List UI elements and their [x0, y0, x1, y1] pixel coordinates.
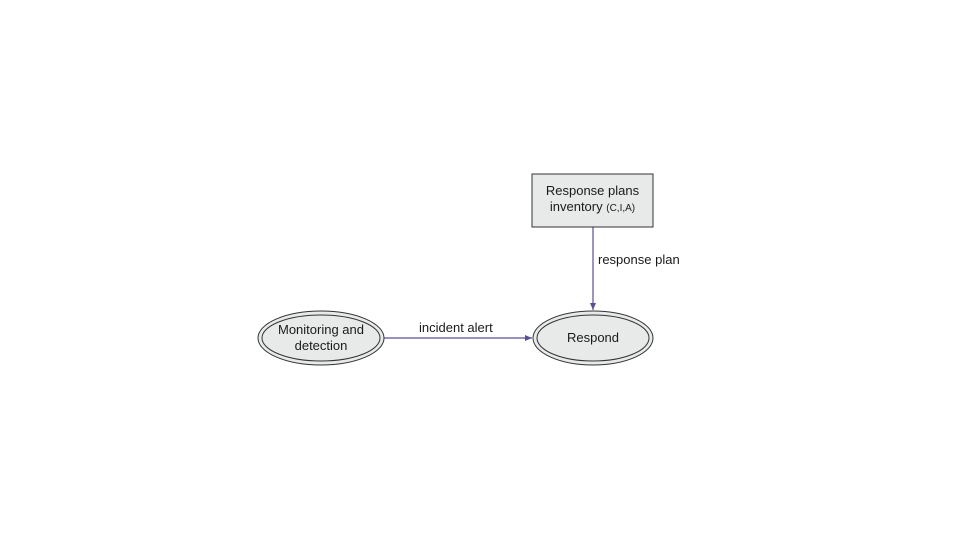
incident-alert-label: incident alert	[419, 320, 493, 335]
inventory-label-text: Response plans inventory	[545, 183, 640, 214]
respond-label: Respond	[543, 330, 643, 346]
node-response-plans-inventory[interactable]	[531, 173, 654, 228]
monitoring-label-text: Monitoring and detection	[278, 322, 364, 353]
respond-label-text: Respond	[566, 330, 620, 345]
inventory-label: Response plans inventory (C,I,A)	[536, 183, 649, 217]
node-monitoring-and-detection[interactable]	[257, 310, 385, 366]
response-plan-label: response plan	[598, 252, 680, 267]
inventory-label-suffix: (C,I,A)	[606, 203, 636, 214]
node-respond[interactable]	[532, 310, 654, 366]
monitoring-label: Monitoring and detection	[272, 314, 370, 362]
